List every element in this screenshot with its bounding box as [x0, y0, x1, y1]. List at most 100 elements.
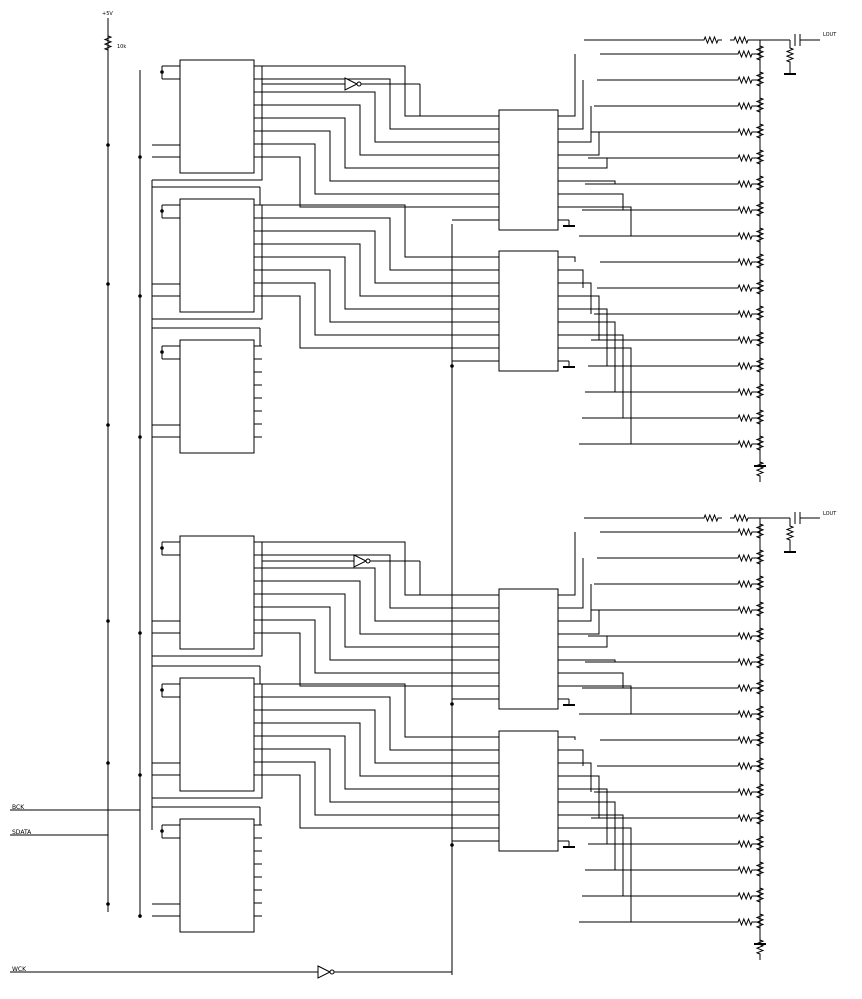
- resistor: [730, 75, 760, 85]
- wire: [262, 243, 491, 297]
- bck-label: BCK: [12, 804, 25, 811]
- resistor: [755, 40, 765, 66]
- junction-dot: [450, 843, 454, 847]
- resistor: [700, 513, 722, 523]
- resistor: [730, 35, 752, 45]
- wire: [262, 748, 491, 803]
- resistor: [755, 378, 765, 404]
- resistor: [700, 35, 722, 45]
- resistor: [755, 92, 765, 118]
- resistor: [730, 579, 760, 589]
- latch-2: [498, 250, 559, 372]
- junction-dot: [160, 209, 164, 213]
- resistor: [755, 648, 765, 674]
- wire: [262, 269, 491, 323]
- wire: [262, 117, 491, 169]
- wire: [262, 217, 491, 271]
- resistor: [755, 726, 765, 752]
- wire: [569, 801, 616, 870]
- wire: [262, 230, 491, 284]
- inverter: [353, 554, 368, 568]
- resistor: [730, 813, 760, 823]
- resistor: [730, 49, 760, 59]
- resistor: [755, 352, 765, 378]
- resistor: [730, 787, 760, 797]
- resistor: [755, 778, 765, 804]
- resistor: [755, 66, 765, 92]
- resistor: [730, 387, 760, 397]
- junction-dot: [160, 350, 164, 354]
- wire: [569, 269, 584, 288]
- wire: [569, 685, 632, 714]
- wire: [262, 65, 491, 117]
- wire: [262, 593, 491, 648]
- resistor: [785, 40, 795, 70]
- wire: [262, 735, 491, 790]
- resistor: [730, 361, 760, 371]
- resistor: [755, 544, 765, 570]
- inverter: [344, 77, 359, 91]
- resistor: [785, 518, 795, 548]
- resistor: [730, 735, 760, 745]
- wire: [569, 256, 576, 262]
- wire: [262, 204, 491, 258]
- wire: [262, 696, 491, 751]
- components: [103, 30, 796, 979]
- junction-dot: [160, 688, 164, 692]
- resistor: [755, 882, 765, 908]
- resistor: [755, 830, 765, 856]
- junction-dot: [450, 702, 454, 706]
- resistor: [730, 553, 760, 563]
- resistor: [755, 752, 765, 778]
- wire: [262, 606, 491, 661]
- wire: [262, 104, 491, 156]
- resistor: [755, 518, 765, 544]
- wire: [569, 749, 584, 766]
- pullup-label: 10k: [117, 44, 126, 50]
- resistor: [755, 804, 765, 830]
- wire: [569, 775, 600, 818]
- wire: [569, 636, 608, 648]
- wire: [569, 788, 608, 844]
- wire: [569, 321, 616, 392]
- resistor: [730, 761, 760, 771]
- wire: [262, 632, 491, 687]
- wire: [262, 683, 491, 738]
- wire: [569, 334, 624, 418]
- lout-bottom-label: LOUT: [823, 511, 837, 517]
- wire: [262, 567, 491, 622]
- resistor: [755, 934, 765, 960]
- wire: [262, 156, 491, 208]
- resistor: [730, 605, 760, 615]
- junction-dot: [450, 364, 454, 368]
- resistor: [755, 674, 765, 700]
- wire: [569, 282, 592, 314]
- resistor: [755, 248, 765, 274]
- inverter-bubble: [329, 969, 335, 975]
- resistor: [730, 631, 760, 641]
- resistor: [755, 570, 765, 596]
- resistor: [755, 908, 765, 934]
- wire: [569, 54, 576, 117]
- wire: [569, 295, 600, 340]
- resistor: [730, 917, 760, 927]
- wire: [569, 180, 616, 184]
- resistor: [755, 596, 765, 622]
- resistor: [730, 179, 760, 189]
- wire: [262, 619, 491, 674]
- resistor: [755, 300, 765, 326]
- wire: [569, 106, 592, 143]
- wire: [262, 91, 491, 143]
- wire: [152, 684, 263, 799]
- lout-top-label: LOUT: [823, 32, 837, 38]
- wire: [262, 774, 491, 829]
- resistor: [730, 283, 760, 293]
- shift-register-4: [179, 535, 255, 650]
- resistor: [730, 527, 760, 537]
- wire: [262, 554, 491, 609]
- resistor: [103, 30, 113, 56]
- resistor: [730, 865, 760, 875]
- resistor: [755, 196, 765, 222]
- resistor: [730, 683, 760, 693]
- wire: [569, 158, 608, 169]
